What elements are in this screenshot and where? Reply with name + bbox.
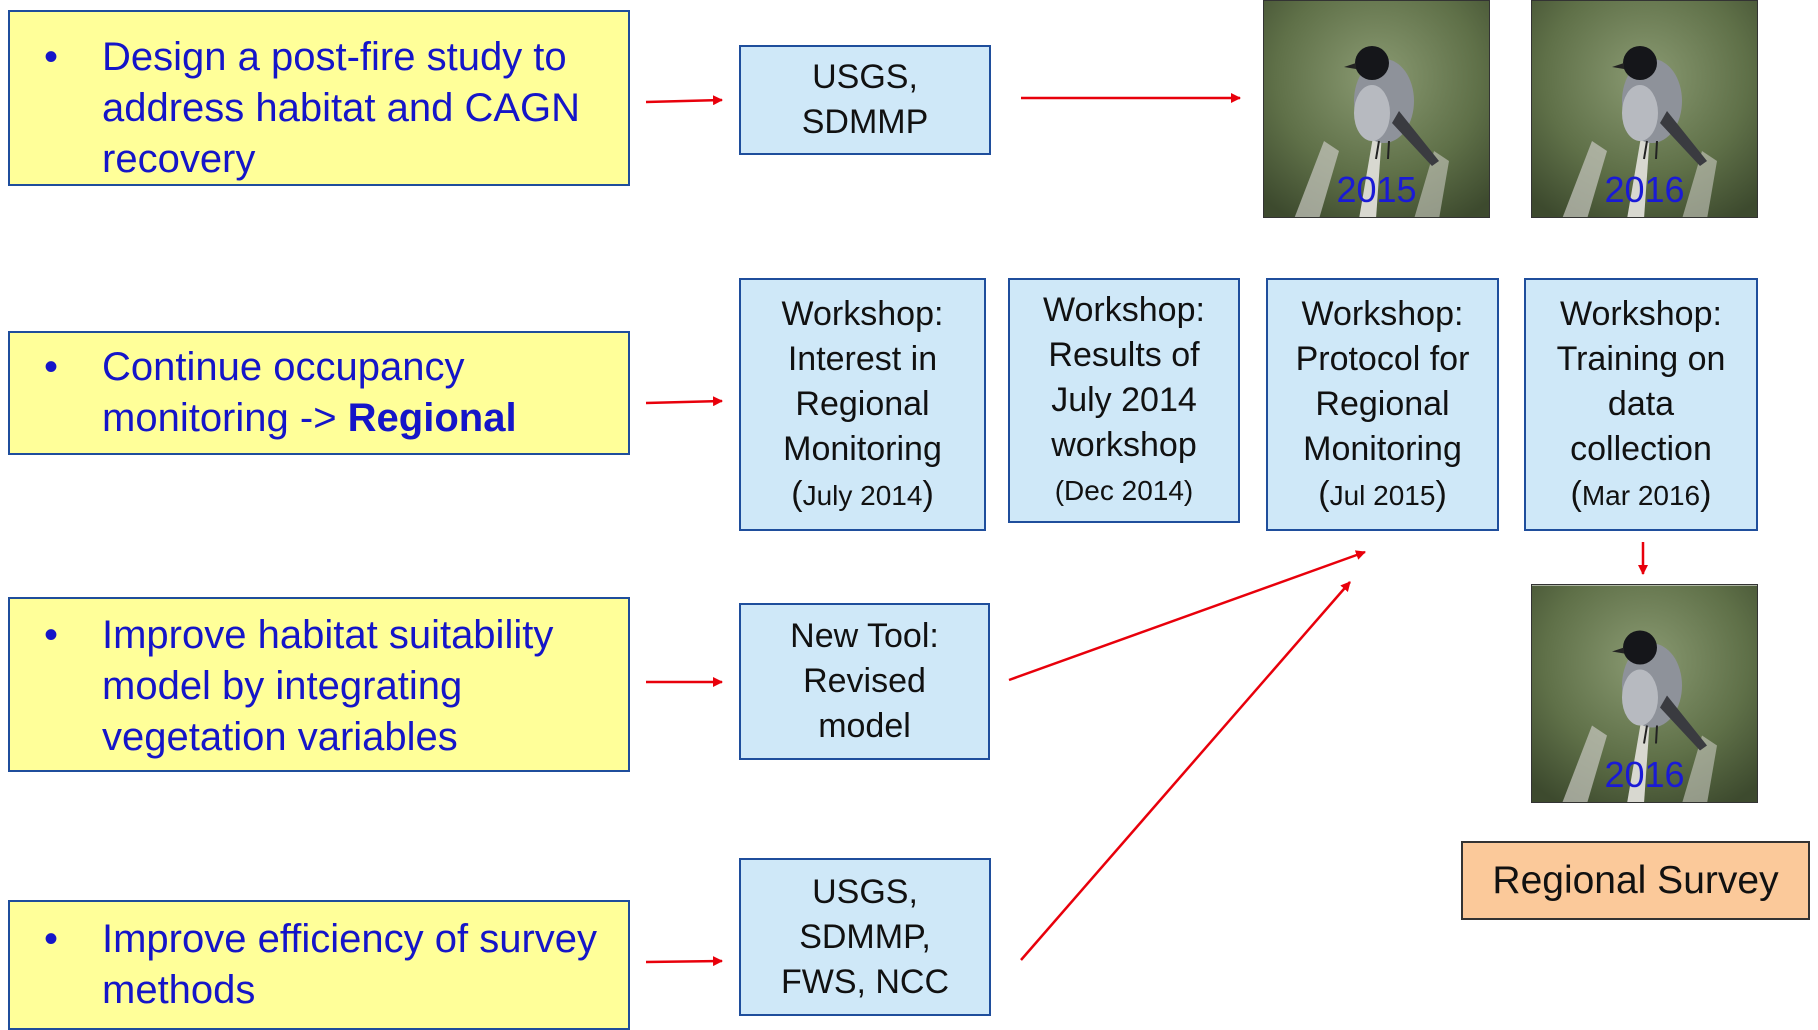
bullet-icon: • [44,345,59,389]
paren-close: ) [922,474,934,513]
goal-text: Improve efficiency of survey methods [102,917,598,1012]
box-line: USGS, [812,58,918,96]
box-line: data [1607,384,1675,423]
box-line: Protocol for [1295,339,1470,378]
gnatcatcher-image [1264,1,1489,217]
box-line: workshop [1051,426,1197,464]
paren-open: ( [1570,474,1582,513]
photo-year: 2015 [1336,169,1417,210]
box-line: collection [1570,429,1712,468]
paren-open: ( [1318,474,1330,513]
bird-photo-2015: 2015 [1263,0,1490,218]
box-line: USGS, [812,872,918,911]
goal-box-habitat-model: • Improve habitat suitability model by i… [8,597,630,772]
photo-year: 2016 [1604,169,1685,210]
bird-photo-2016-top: 2016 [1531,0,1758,218]
box-line: Interest in [787,339,938,378]
goal-text: Improve habitat suitability model by int… [102,613,554,759]
box-line: Monitoring [783,429,942,468]
box-line: FWS, NCC [780,962,950,1001]
goal-text: Continue occupancy monitoring -> Regiona… [102,342,616,444]
bullet-icon: • [44,613,59,657]
gnatcatcher-image [1532,1,1757,217]
date-text: July 2014 [802,479,923,511]
arrow-goal4-to-partners [645,956,723,967]
box-line: Workshop: [1560,294,1722,333]
box-line: Regional [1315,384,1450,423]
box-line: Results of [1048,336,1200,374]
date-text: Mar 2016 [1581,479,1701,511]
arrow-goal1-to-usgs [645,95,723,106]
bird-photo-2016-bottom: 2016 [1531,584,1758,803]
box-line: New Tool: [790,617,939,655]
box-date: (Jul 2015) [1318,472,1447,518]
arrow-tool-to-protocol [1008,550,1366,682]
box-line: Training on [1556,339,1726,378]
new-tool-box: New Tool: Revised model [739,603,990,760]
goal-text: Design a post-fire study to address habi… [102,35,581,181]
box-date: (July 2014) [791,472,934,518]
workshop-interest-box: Workshop: Interest in Regional Monitorin… [739,278,986,531]
bullet-icon: • [44,917,59,961]
box-line: SDMMP [801,103,929,141]
goal-box-post-fire: • Design a post-fire study to address ha… [8,10,630,186]
gnatcatcher-image [1532,585,1757,802]
box-line: SDMMP, [799,917,931,956]
goal-text-plain: Continue occupancy monitoring -> [102,345,465,440]
goal-box-occupancy: • Continue occupancy monitoring -> Regio… [8,331,630,455]
usgs-sdmmp-box: USGS, SDMMP [739,45,991,155]
photo-year: 2016 [1604,754,1685,795]
goal-box-survey-efficiency: • Improve efficiency of survey methods [8,900,630,1030]
box-line: July 2014 [1051,381,1197,419]
regional-survey-label: Regional Survey [1461,841,1810,920]
box-line: Workshop: [1301,294,1464,333]
box-line: Workshop: [1043,291,1205,329]
box-line: model [818,707,911,745]
box-date: (Mar 2016) [1571,472,1712,518]
box-line: Workshop: [781,294,944,333]
workshop-results-box: Workshop: Results of July 2014 workshop … [1008,278,1240,523]
paren-close: ) [1700,474,1712,513]
date-text: (Dec 2014) [1054,475,1194,506]
arrow-goal2-to-workshop [645,396,723,407]
box-line: Monitoring [1303,429,1462,468]
bullet-icon: • [44,35,59,79]
partners-box: USGS, SDMMP, FWS, NCC [739,858,991,1016]
paren-close: ) [1435,474,1447,513]
goal-text-bold: Regional [347,396,517,440]
workshop-training-box: Workshop: Training on data collection (M… [1524,278,1758,531]
date-text: Jul 2015 [1329,479,1436,511]
box-line: Regional [795,384,930,423]
box-line: Revised [803,662,926,700]
paren-open: ( [791,474,803,513]
arrow-partners-to-protocol [1020,581,1351,961]
workshop-protocol-box: Workshop: Protocol for Regional Monitori… [1266,278,1499,531]
